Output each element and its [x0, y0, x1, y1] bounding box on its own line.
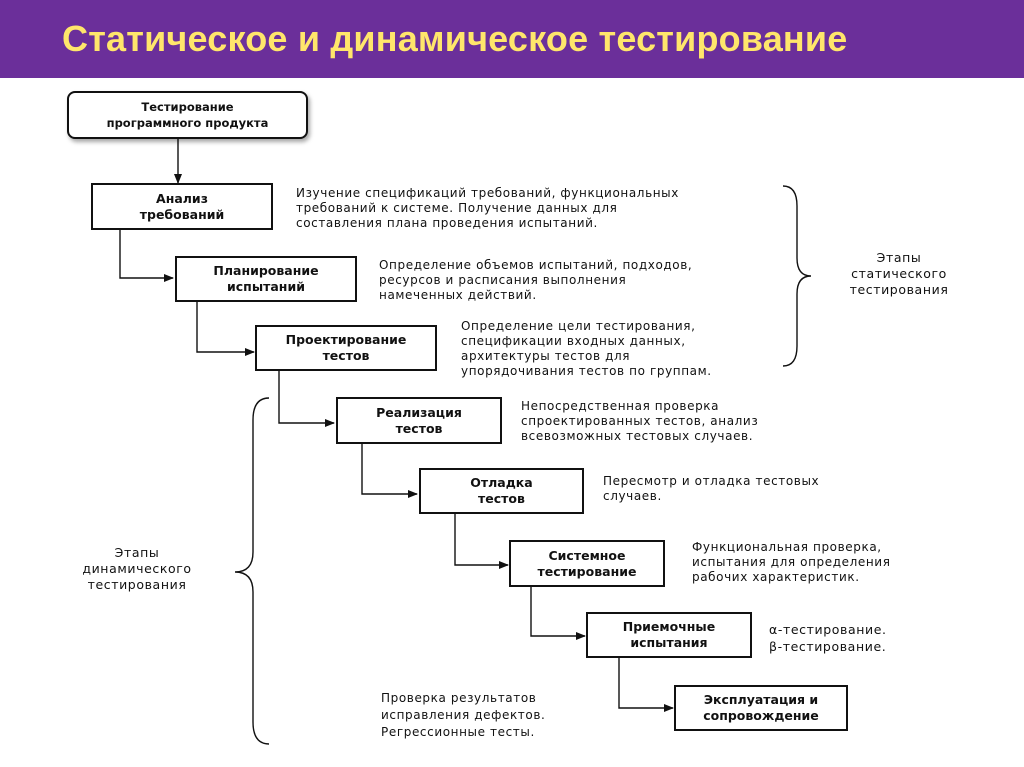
- dynamic-brace: [234, 397, 270, 745]
- desc-test-design: Определение цели тестирования, специфика…: [461, 319, 712, 378]
- arrow-3: [196, 301, 255, 356]
- box-operation-maintenance: Эксплуатация и сопровождение: [674, 685, 848, 731]
- desc-acceptance-testing: α-тестирование. β-тестирование.: [769, 622, 887, 654]
- desc-regression: Проверка результатов исправления дефекто…: [381, 691, 546, 739]
- page-title: Статическое и динамическое тестирование: [62, 18, 848, 59]
- box-acceptance-testing: Приемочные испытания: [586, 612, 752, 658]
- arrow-4: [278, 370, 335, 427]
- box-testing-product: Тестирование программного продукта: [67, 91, 308, 139]
- box-requirements-analysis: Анализ требований: [91, 183, 273, 230]
- box-test-planning: Планирование испытаний: [175, 256, 357, 302]
- arrow-7: [530, 587, 586, 640]
- dynamic-testing-label: Этапы динамического тестирования: [82, 545, 192, 592]
- arrow-6: [454, 513, 509, 569]
- desc-test-implementation: Непосредственная проверка спроектированн…: [521, 399, 759, 443]
- arrow-5: [361, 443, 418, 498]
- desc-test-planning: Определение объемов испытаний, подходов,…: [379, 258, 693, 302]
- arrow-2: [119, 230, 174, 282]
- static-testing-label: Этапы статического тестирования: [849, 250, 949, 297]
- box-test-design: Проектирование тестов: [255, 325, 437, 371]
- box-test-debugging: Отладка тестов: [419, 468, 584, 514]
- title-bar: Статическое и динамическое тестирование: [0, 0, 1024, 78]
- box-system-testing: Системное тестирование: [509, 540, 665, 587]
- arrow-8: [618, 657, 674, 712]
- desc-requirements-analysis: Изучение спецификаций требований, функци…: [296, 186, 679, 230]
- static-brace: [782, 185, 812, 367]
- desc-system-testing: Функциональная проверка, испытания для о…: [692, 540, 891, 584]
- box-test-implementation: Реализация тестов: [336, 397, 502, 444]
- desc-test-debugging: Пересмотр и отладка тестовых случаев.: [603, 474, 820, 503]
